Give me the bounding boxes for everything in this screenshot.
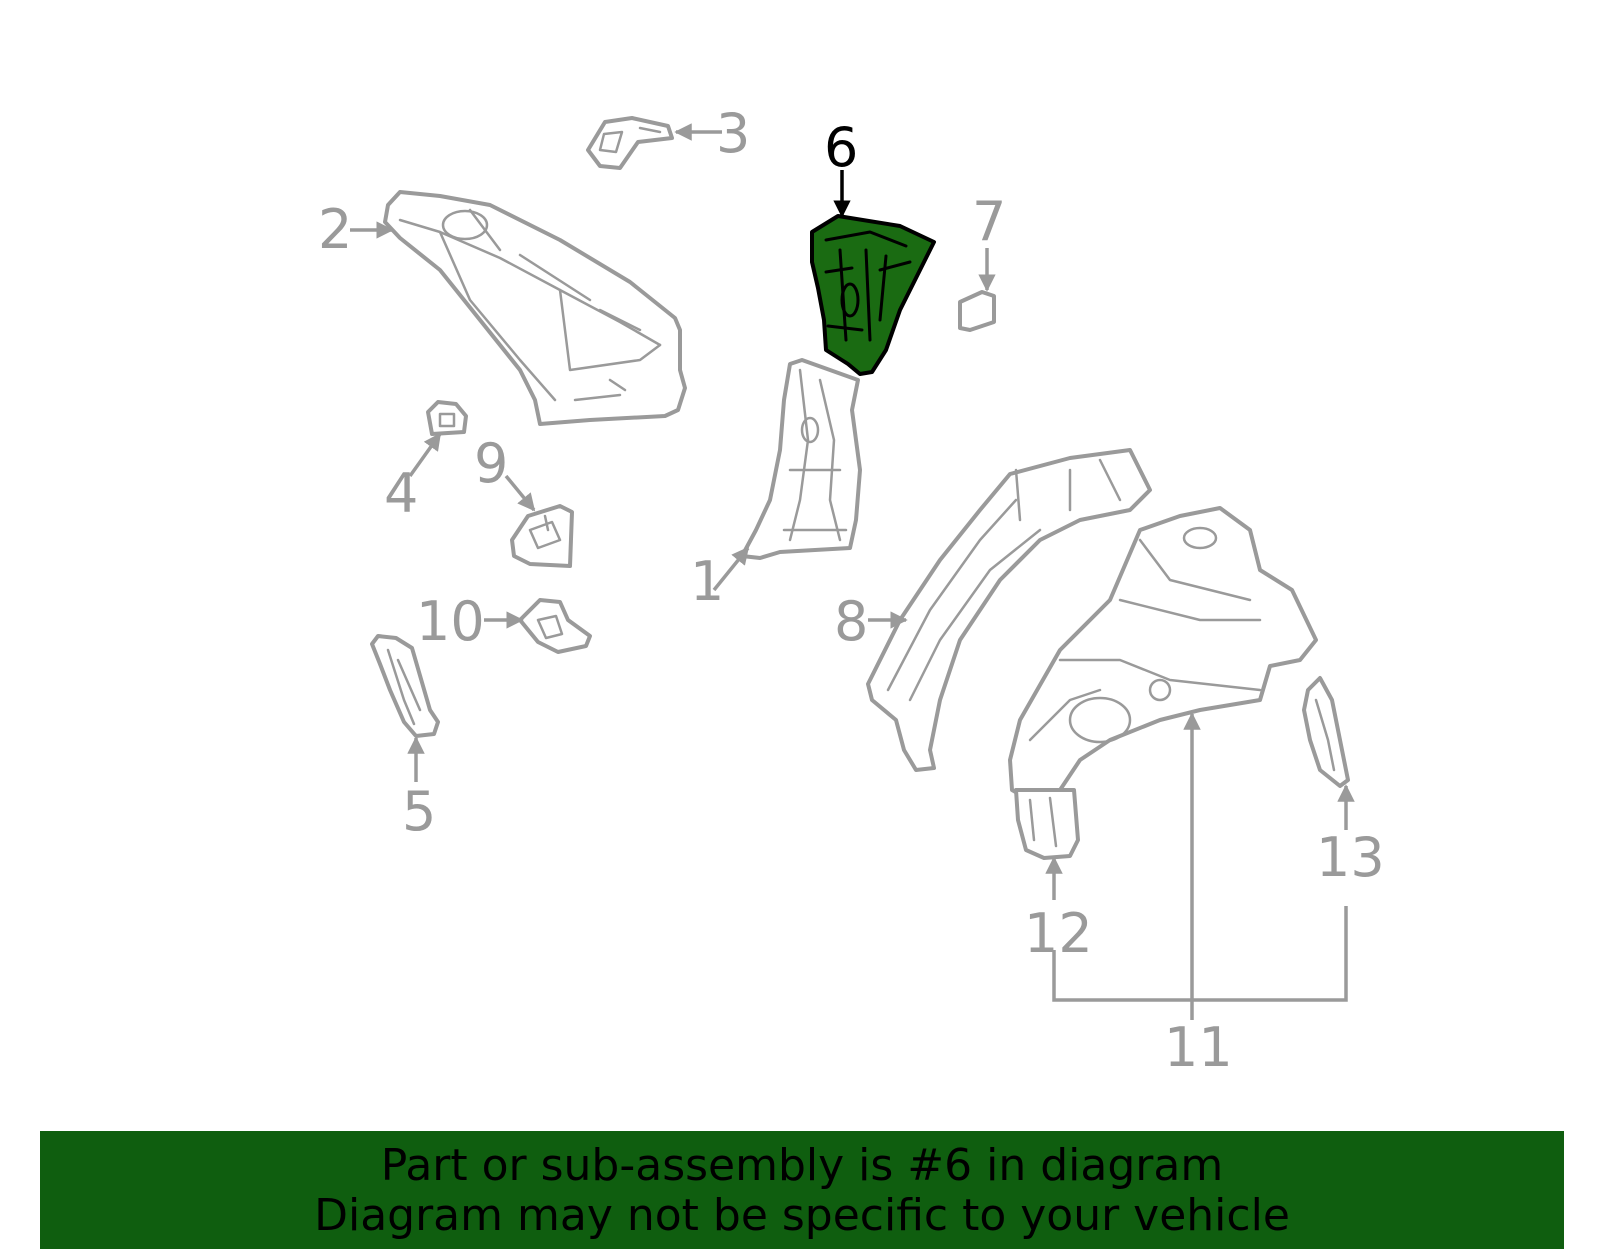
part-13-drawing[interactable] [1302, 676, 1350, 788]
banner-line-2: Diagram may not be specific to your vehi… [314, 1190, 1290, 1241]
notice-banner: Part or sub-assembly is #6 in diagram Di… [40, 1131, 1564, 1249]
callout-1[interactable]: 1 [690, 550, 724, 613]
part-5-drawing[interactable] [370, 634, 440, 738]
parts-diagram: 2 3 6 7 4 9 10 5 1 8 12 13 11 [318, 102, 1385, 1079]
part-10-drawing[interactable] [518, 598, 592, 654]
part-4-drawing[interactable] [426, 400, 468, 436]
banner-line-1: Part or sub-assembly is #6 in diagram [380, 1140, 1224, 1191]
part-1-drawing[interactable] [740, 358, 862, 560]
part-12-drawing[interactable] [1014, 788, 1080, 860]
callout-6[interactable]: 6 [824, 116, 858, 179]
callout-12[interactable]: 12 [1024, 902, 1093, 965]
callout-11[interactable]: 11 [1164, 1016, 1233, 1079]
callout-3[interactable]: 3 [716, 102, 750, 165]
leader-9 [504, 474, 536, 512]
callout-9[interactable]: 9 [474, 432, 508, 495]
callout-2[interactable]: 2 [318, 198, 352, 261]
part-2-drawing[interactable] [383, 190, 687, 426]
callout-5[interactable]: 5 [402, 780, 436, 843]
part-8-drawing[interactable] [866, 448, 1152, 772]
part-6-shape[interactable] [810, 214, 936, 376]
part-7-drawing[interactable] [958, 290, 996, 332]
callout-13[interactable]: 13 [1316, 826, 1385, 889]
leader-11-bracket [1052, 906, 1348, 1002]
part-9-drawing[interactable] [510, 504, 574, 568]
leader-4 [408, 432, 442, 478]
callout-4[interactable]: 4 [384, 462, 418, 525]
part-3-drawing[interactable] [586, 116, 674, 170]
part-6-drawing[interactable] [810, 214, 936, 376]
callout-7[interactable]: 7 [972, 190, 1006, 253]
callout-10[interactable]: 10 [416, 590, 485, 653]
part-11-drawing[interactable] [1008, 506, 1318, 802]
leader-1 [712, 546, 750, 592]
callout-8[interactable]: 8 [834, 590, 868, 653]
